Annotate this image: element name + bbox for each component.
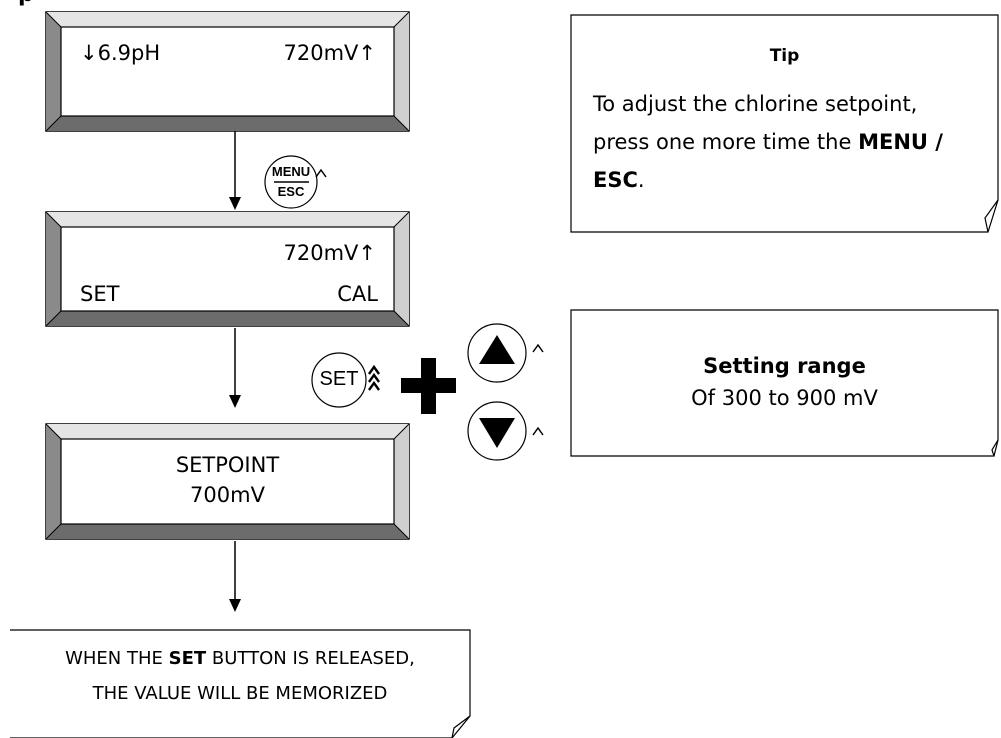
lcd2-cal-label: CAL bbox=[337, 282, 378, 306]
lcd1-ph-reading: ↓6.9pH bbox=[80, 41, 161, 65]
memo-line-2: THE VALUE WILL BE MEMORIZED bbox=[92, 683, 388, 704]
lcd1-orp-reading: 720mV↑ bbox=[283, 41, 376, 65]
up-button-icon bbox=[467, 323, 544, 383]
memo-bold: SET bbox=[168, 648, 207, 669]
lcd2-set-label: SET bbox=[80, 282, 120, 306]
lcd-display-1-frame bbox=[45, 11, 410, 132]
range-text: Of 300 to 900 mV bbox=[691, 386, 878, 410]
down-button-icon bbox=[467, 401, 544, 461]
set-button-icon bbox=[311, 352, 380, 408]
memo-note-frame bbox=[10, 629, 471, 738]
lcd-display-3-frame bbox=[45, 423, 410, 540]
lcd3-setpoint-value: 700mV bbox=[190, 483, 265, 507]
memo-post: BUTTON IS RELEASED, bbox=[211, 648, 415, 669]
flow-arrow-1 bbox=[229, 131, 241, 210]
lcd3-setpoint-label: SETPOINT bbox=[175, 453, 280, 477]
tip-body-bold: MENU / ESC bbox=[593, 130, 943, 192]
tip-body-end: . bbox=[637, 168, 645, 192]
lcd2-orp-reading: 720mV↑ bbox=[283, 241, 376, 265]
flow-arrow-3 bbox=[229, 541, 241, 612]
set-button-label: SET bbox=[319, 368, 359, 390]
heading-partial: p bbox=[18, 0, 34, 7]
range-title: Setting range bbox=[703, 354, 866, 378]
tip-body: To adjust the chlorine setpoint, press o… bbox=[593, 85, 978, 199]
tip-title: Tip bbox=[769, 46, 800, 66]
memo-line-1: WHEN THE SET BUTTON IS RELEASED, bbox=[10, 648, 470, 669]
flow-arrow-2 bbox=[229, 328, 241, 408]
tip-note-frame bbox=[570, 14, 999, 233]
lcd-display-2-frame bbox=[45, 211, 410, 327]
esc-button-label: ESC bbox=[277, 184, 305, 199]
menu-esc-button-icon bbox=[264, 155, 327, 209]
memo-pre: WHEN THE bbox=[65, 648, 163, 669]
plus-icon bbox=[401, 358, 456, 414]
range-note-frame bbox=[570, 309, 999, 457]
tip-body-text: To adjust the chlorine setpoint, press o… bbox=[593, 92, 918, 154]
menu-button-label: MENU bbox=[271, 164, 311, 179]
